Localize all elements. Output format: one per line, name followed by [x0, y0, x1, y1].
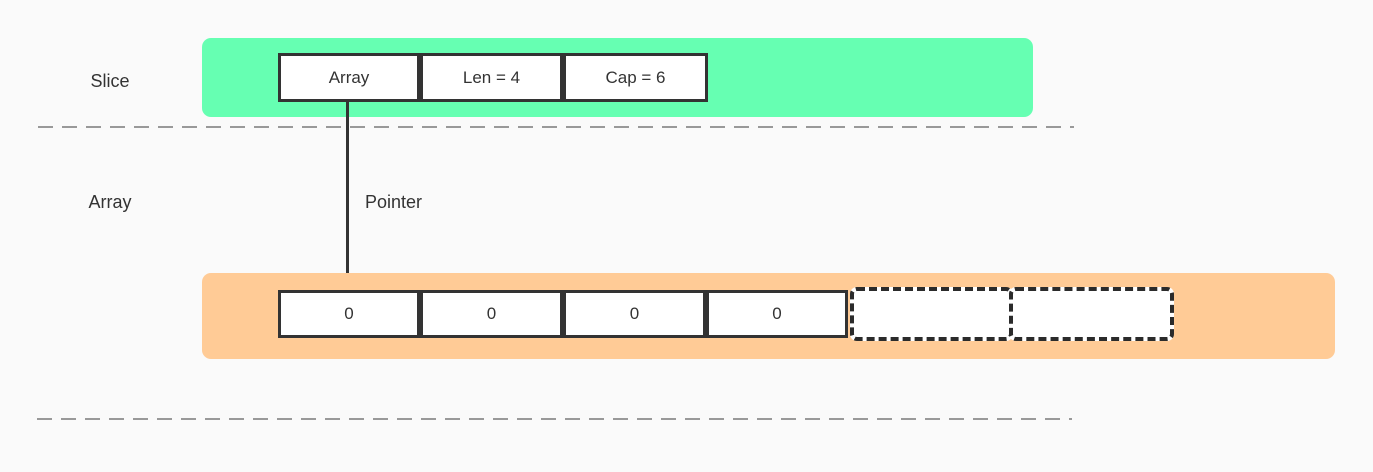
array-cell: 0: [563, 290, 706, 338]
section-divider-top: [38, 126, 1074, 128]
pointer-arrow-line: [346, 102, 349, 276]
slice-field-array: Array: [278, 53, 420, 102]
slice-field-len: Len = 4: [420, 53, 563, 102]
slice-struct: Array Len = 4 Cap = 6: [278, 53, 708, 102]
array-cell: 0: [278, 290, 420, 338]
slice-field-cap: Cap = 6: [563, 53, 708, 102]
slice-section-label: Slice: [90, 71, 130, 91]
array-section-label: Array: [88, 192, 132, 212]
array-empty-cell: [850, 287, 1013, 341]
pointer-label: Pointer: [365, 192, 423, 212]
array-capacity-cells: [850, 287, 1174, 341]
array-empty-cell: [1009, 287, 1174, 341]
section-divider-bottom: [37, 418, 1072, 420]
array-cell: 0: [706, 290, 848, 338]
array-cells: 0 0 0 0: [278, 290, 848, 338]
array-cell: 0: [420, 290, 563, 338]
